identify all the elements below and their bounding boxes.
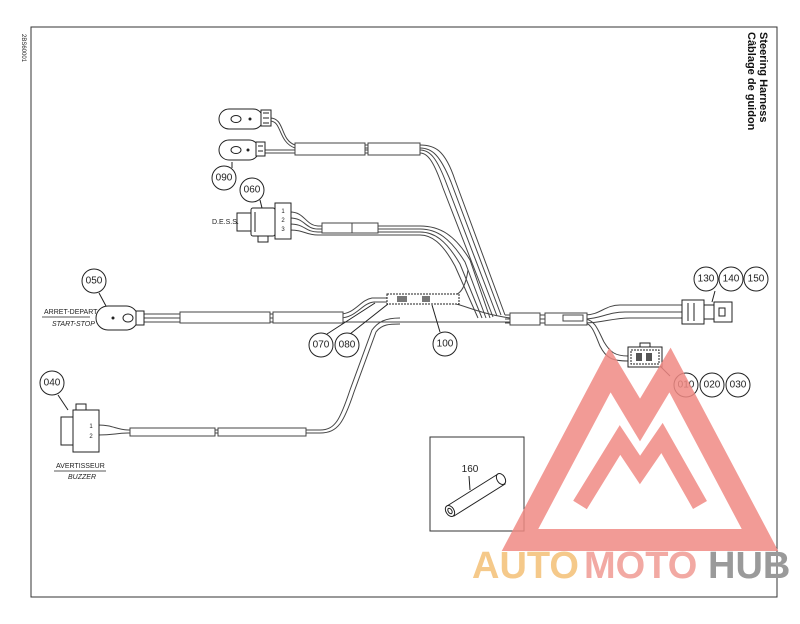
watermark-logo-icon [501,347,779,551]
inline-component-100[interactable] [386,293,460,305]
svg-text:2: 2 [89,434,93,440]
buzzer-040[interactable]: 1 2 [60,403,100,453]
drawing-frame [30,26,778,598]
sleeves [129,142,588,437]
watermark-hub: HUB [708,545,790,587]
part-number-040: 040 [44,378,61,389]
part-number-020: 020 [704,380,721,391]
dess-label: D.E.S.S. [212,219,239,226]
title-french: Câblage de guidon [745,32,757,131]
part-number-100: 100 [437,339,454,350]
part-number-050: 050 [86,276,103,287]
switch-090-upper[interactable] [218,108,272,130]
connector-010-020-030[interactable] [627,342,663,368]
title-english: Steering Harness [757,32,769,122]
buzzer-label-en: BUZZER [68,474,96,481]
tube-160[interactable] [443,472,507,518]
part-number-150: 150 [748,274,765,285]
part-number-030: 030 [730,380,747,391]
watermark-text: AUTO MOTO HUB [472,545,790,587]
svg-text:2: 2 [281,218,285,224]
svg-text:3: 3 [281,227,285,233]
part-number-070: 070 [313,340,330,351]
dess-connector-060[interactable]: 1 2 3 [236,202,292,243]
svg-text:1: 1 [89,424,93,430]
watermark-auto: AUTO [472,545,579,587]
buzzer-label-fr: AVERTISSEUR [56,463,105,470]
part-number-140: 140 [723,274,740,285]
connector-130-140-150[interactable] [681,299,733,325]
part-number-130: 130 [698,274,715,285]
start-stop-label-en: START-STOP [52,321,95,328]
part-number-080: 080 [339,340,356,351]
part-number-090: 090 [216,173,233,184]
switch-090-lower[interactable] [218,139,266,161]
start-stop-switch-050[interactable] [95,305,145,331]
watermark-moto: MOTO [584,545,697,587]
part-number-060: 060 [244,185,261,196]
part-number-160: 160 [462,464,479,475]
detail-box-160: 160 [429,436,525,532]
drawing-code: 2BS60001 [20,34,26,63]
svg-text:1: 1 [281,209,285,215]
title-block: Steering Harness Câblage de guidon [745,32,769,131]
start-stop-label-fr: ARRET-DEPART [44,309,98,316]
